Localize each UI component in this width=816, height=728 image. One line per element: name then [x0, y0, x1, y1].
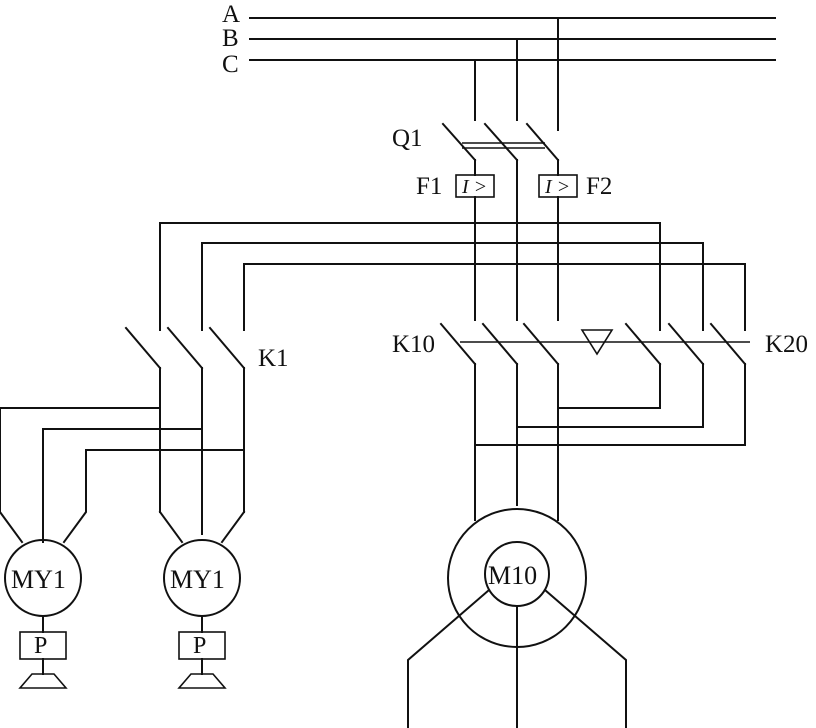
relay-f2-label: F2: [586, 173, 612, 200]
relay-f1: I > F1: [416, 173, 495, 321]
contactor-k20: K20: [624, 322, 808, 366]
main-motor-wiring: [474, 363, 746, 521]
relay-f1-label: F1: [416, 173, 442, 200]
aux-motor-1-pump-label: P: [34, 633, 47, 659]
relay-f2-symbol: I >: [544, 176, 570, 198]
bus-label-c: C: [222, 51, 239, 78]
interlock: [460, 329, 750, 356]
supply-bus: A B C: [222, 1, 776, 78]
aux-motor-2-label: MY1: [170, 565, 225, 594]
feeder-wiring: [159, 222, 746, 331]
breaker-q1: Q1: [392, 122, 560, 321]
bus-drops: [474, 17, 559, 131]
contactor-k1-label: K1: [258, 345, 289, 372]
aux-motor-1-label: MY1: [11, 565, 66, 594]
contactor-k10: K10: [392, 322, 560, 366]
contactor-k20-label: K20: [765, 331, 808, 358]
contactor-k1: K1: [124, 326, 289, 535]
relay-f2: I > F2: [538, 173, 612, 321]
relay-f1-symbol: I >: [461, 176, 487, 198]
contactor-k10-label: K10: [392, 331, 435, 358]
aux-motor-1: MY1 P: [4, 539, 82, 689]
aux-motor-2: MY1 P: [163, 539, 241, 689]
main-motor: M10: [407, 508, 627, 728]
bus-label-a: A: [222, 1, 240, 28]
aux-motor-2-pump-label: P: [193, 633, 206, 659]
bus-label-b: B: [222, 25, 239, 52]
aux-motor-2-wiring: [158, 510, 246, 544]
breaker-label: Q1: [392, 125, 423, 152]
aux-motor-1-wiring: [0, 407, 245, 544]
main-motor-label: M10: [488, 561, 537, 590]
